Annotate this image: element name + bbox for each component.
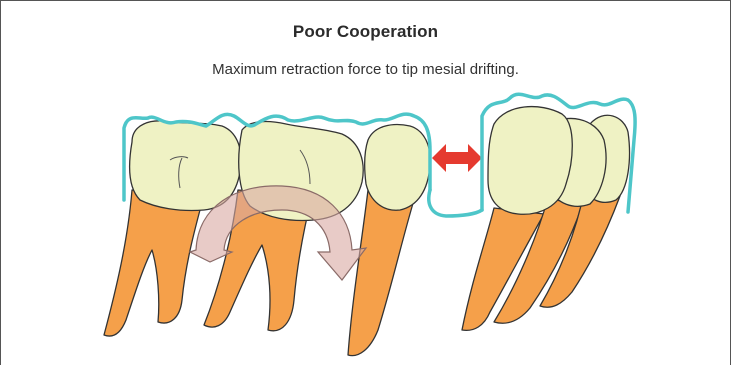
gap-double-arrow: [432, 144, 482, 172]
right-tooth-1-crown: [488, 107, 572, 215]
molar-1-crown: [130, 121, 242, 211]
molar-1-roots: [104, 190, 204, 336]
gum-line-connector: [429, 190, 482, 216]
premolar-root: [348, 190, 414, 356]
premolar-crown: [365, 125, 431, 211]
